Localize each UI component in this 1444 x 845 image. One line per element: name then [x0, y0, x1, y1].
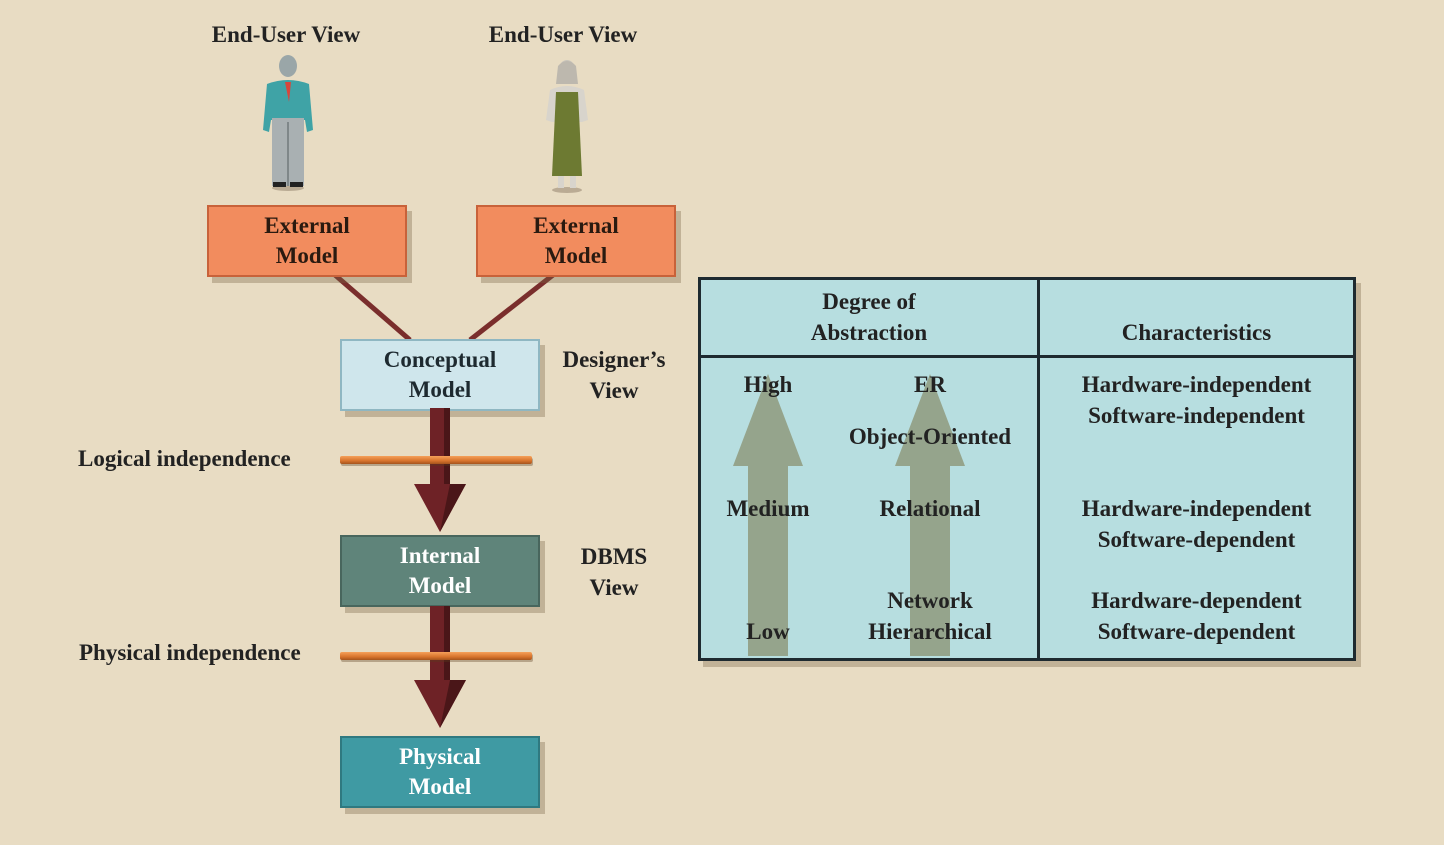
model-relational: Relational — [879, 496, 981, 521]
external-model-right-line1: External — [533, 213, 619, 238]
internal-model-line2: Model — [408, 573, 472, 598]
designers-view-line1: Designer’s — [562, 347, 666, 372]
physical-model-line2: Model — [408, 774, 472, 799]
up-arrow-icon — [733, 374, 803, 656]
dbms-view-line1: DBMS — [580, 544, 648, 569]
external-model-left-line2: Model — [275, 243, 339, 268]
end-user-view-right-label: End-User View — [488, 22, 638, 47]
external-model-left-line1: External — [264, 213, 350, 238]
model-er: ER — [914, 372, 946, 397]
end-user-view-left-label: End-User View — [211, 22, 361, 47]
level-low: Low — [746, 619, 790, 644]
internal-model-line1: Internal — [399, 543, 481, 568]
model-object-oriented: Object-Oriented — [848, 424, 1012, 449]
level-high: High — [743, 372, 793, 397]
characteristics-low-line2: Software-dependent — [1097, 619, 1296, 644]
level-medium: Medium — [726, 496, 810, 521]
up-arrow-icon — [895, 374, 965, 656]
characteristics-medium-line1: Hardware-independent — [1081, 496, 1312, 521]
designers-view-line2: View — [589, 378, 639, 403]
characteristics-low-line1: Hardware-dependent — [1091, 588, 1302, 613]
header-abstraction-line1: Degree of — [822, 289, 916, 314]
characteristics-high-line1: Hardware-independent — [1081, 372, 1312, 397]
external-model-right-line2: Model — [544, 243, 608, 268]
model-network: Network — [887, 588, 973, 613]
logical-independence-bar — [340, 456, 532, 464]
dbms-view-line2: View — [589, 575, 639, 600]
model-hierarchical: Hierarchical — [868, 619, 992, 644]
man-figure-icon — [263, 55, 313, 191]
characteristics-medium-line2: Software-dependent — [1097, 527, 1296, 552]
header-characteristics: Characteristics — [1121, 320, 1272, 345]
characteristics-medium: Hardware-independent Software-dependent — [1040, 493, 1353, 555]
characteristics-low: Hardware-dependent Software-dependent — [1040, 585, 1353, 647]
header-degree-of-abstraction: Degree of Abstraction — [701, 286, 1037, 348]
logical-independence-label: Logical independence — [78, 446, 291, 471]
table-header-divider — [701, 355, 1353, 358]
conceptual-model-line1: Conceptual — [383, 347, 497, 372]
designers-view-label: Designer’s View — [548, 344, 680, 406]
characteristics-high-line2: Software-independent — [1088, 403, 1305, 428]
abstraction-table: Degree of Abstraction Characteristics Hi… — [698, 277, 1356, 661]
woman-figure-icon — [546, 60, 588, 193]
down-arrow-icon — [414, 408, 466, 532]
dbms-view-label: DBMS View — [548, 541, 680, 603]
conceptual-model-line2: Model — [408, 377, 472, 402]
down-arrow-icon — [414, 606, 466, 728]
physical-independence-label: Physical independence — [79, 640, 301, 665]
header-abstraction-line2: Abstraction — [810, 320, 928, 345]
physical-model-line1: Physical — [399, 744, 481, 769]
characteristics-high: Hardware-independent Software-independen… — [1040, 369, 1353, 431]
table-column-divider — [1037, 280, 1040, 658]
physical-independence-bar — [340, 652, 532, 660]
